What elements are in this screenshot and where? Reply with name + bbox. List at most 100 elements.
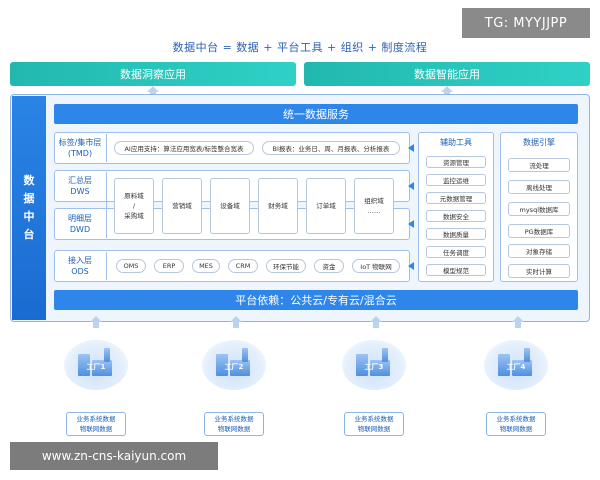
layer-code: DWS — [70, 187, 90, 196]
platform-dependency-bar: 平台依赖：公共云/专有云/混合云 — [54, 290, 578, 310]
domain-text: …… — [367, 207, 381, 215]
aux-tool-item: 元数据管理 — [426, 192, 486, 204]
layer-dwd-label: 明细层 DWD — [54, 208, 106, 240]
left-arrow-icon — [408, 220, 414, 228]
domain-text: / — [132, 202, 136, 210]
side-title-char: 中 — [23, 210, 35, 223]
factory-label: 工厂2 — [224, 363, 244, 371]
domain-card-equipment: 设备域 — [210, 178, 250, 234]
source-box-4: 业务系统数据 物联网数据 — [486, 412, 546, 436]
domain-card-finance: 财务域 — [258, 178, 298, 234]
factory-label: 工厂1 — [86, 363, 106, 371]
aux-tools-title: 辅助工具 — [440, 137, 472, 147]
source-text: 物联网数据 — [499, 425, 533, 433]
pill-bi-report: BI报表：业务日、周、月报表、分析报表 — [262, 141, 400, 155]
factory-building-icon — [512, 360, 532, 376]
layer-tmd-label: 标签/集市层 (TMD) — [54, 132, 106, 164]
factory-building-icon — [78, 354, 90, 376]
pill-ods-funds: 资金 — [314, 259, 344, 273]
source-box-3: 业务系统数据 物联网数据 — [344, 412, 404, 436]
left-arrow-icon — [408, 262, 414, 270]
factory-building-icon — [92, 360, 112, 376]
source-text: 物联网数据 — [357, 425, 391, 433]
app-box-intelligence: 数据智能应用 — [304, 62, 590, 86]
factory-building-icon — [230, 360, 250, 376]
aux-tools-panel — [418, 132, 494, 282]
domain-text: 组织域 — [364, 197, 384, 205]
factory-chimney-icon — [382, 348, 388, 362]
side-title-char: 据 — [23, 192, 35, 205]
side-title-char: 数 — [23, 174, 35, 187]
layer-code: DWD — [69, 225, 91, 234]
domain-text: 订单域 — [316, 202, 336, 210]
app-box-insight: 数据洞察应用 — [10, 62, 296, 86]
engine-item: mysql数据库 — [508, 202, 570, 216]
pill-ods-oms: OMS — [116, 259, 146, 273]
domain-text: 原料域 — [124, 192, 144, 200]
factory-chimney-icon — [104, 348, 110, 362]
domain-card-order: 订单域 — [306, 178, 346, 234]
domain-card-organization: 组织域 …… — [354, 178, 394, 234]
factory-building-icon — [356, 354, 368, 376]
source-text: 业务系统数据 — [354, 415, 394, 423]
pill-ods-erp: ERP — [154, 259, 184, 273]
factory-building-icon — [370, 360, 390, 376]
engine-item: 对象存储 — [508, 244, 570, 258]
pill-ods-energy: 环保节能 — [266, 259, 306, 273]
source-text: 业务系统数据 — [214, 415, 254, 423]
pill-ods-crm: CRM — [228, 259, 258, 273]
layer-name: 明细层 — [68, 214, 92, 223]
source-text: 物联网数据 — [217, 425, 251, 433]
aux-tool-item: 数据质量 — [426, 228, 486, 240]
factory-3-illustration: 工厂3 — [342, 340, 406, 390]
data-engine-title: 数据引擎 — [523, 137, 555, 147]
layer-code: (TMD) — [67, 149, 93, 158]
source-text: 业务系统数据 — [496, 415, 536, 423]
up-arrow-icon — [370, 316, 382, 328]
factory-building-icon — [216, 354, 228, 376]
factory-label: 工厂3 — [364, 363, 384, 371]
engine-item: 实时计算 — [508, 264, 570, 278]
layer-divider — [106, 252, 107, 280]
layer-name: 接入层 — [68, 256, 92, 265]
aux-tool-item: 监控运维 — [426, 174, 486, 186]
layer-divider — [106, 134, 107, 162]
domain-card-material: 原料域 / 采购域 — [114, 178, 154, 234]
side-title-column: 数 据 中 台 — [12, 96, 46, 320]
tag-overlay: TG: MYYJJPP — [462, 8, 590, 38]
aux-tool-item: 任务调度 — [426, 246, 486, 258]
domain-text: 营销域 — [172, 202, 192, 210]
factory-chimney-icon — [242, 348, 248, 362]
aux-tool-item: 模型规范 — [426, 264, 486, 276]
up-arrow-icon — [512, 316, 524, 328]
left-arrow-icon — [408, 182, 414, 190]
source-text: 物联网数据 — [79, 425, 113, 433]
aux-tool-item: 资源管理 — [426, 156, 486, 168]
factory-label: 工厂4 — [506, 363, 526, 371]
up-arrow-icon — [90, 316, 102, 328]
engine-item: 流处理 — [508, 158, 570, 172]
factory-1-illustration: 工厂1 — [64, 340, 128, 390]
factory-building-icon — [498, 354, 510, 376]
domain-text: 财务域 — [268, 202, 288, 210]
page-headline: 数据中台 = 数据 + 平台工具 + 组织 + 制度流程 — [172, 41, 428, 54]
watermark-overlay: www.zn-cns-kaiyun.com — [10, 442, 218, 470]
engine-item: 离线处理 — [508, 180, 570, 194]
aux-tool-item: 数据安全 — [426, 210, 486, 222]
factory-2-illustration: 工厂2 — [202, 340, 266, 390]
domain-card-marketing: 营销域 — [162, 178, 202, 234]
layer-code: ODS — [71, 267, 89, 276]
layer-name: 标签/集市层 — [58, 138, 102, 147]
up-arrow-icon — [230, 316, 242, 328]
unified-data-service-bar: 统一数据服务 — [54, 104, 578, 124]
pill-ai-support: AI应用支持：算法应用宽表/标签整合宽表 — [114, 141, 254, 155]
source-box-1: 业务系统数据 物联网数据 — [66, 412, 126, 436]
source-text: 业务系统数据 — [76, 415, 116, 423]
side-title-char: 台 — [23, 228, 35, 241]
engine-item: PG数据库 — [508, 224, 570, 238]
factory-chimney-icon — [524, 348, 530, 362]
domain-text: 采购域 — [124, 212, 144, 220]
layer-dws-label: 汇总层 DWS — [54, 170, 106, 202]
source-box-2: 业务系统数据 物联网数据 — [204, 412, 264, 436]
domain-text: 设备域 — [220, 202, 240, 210]
